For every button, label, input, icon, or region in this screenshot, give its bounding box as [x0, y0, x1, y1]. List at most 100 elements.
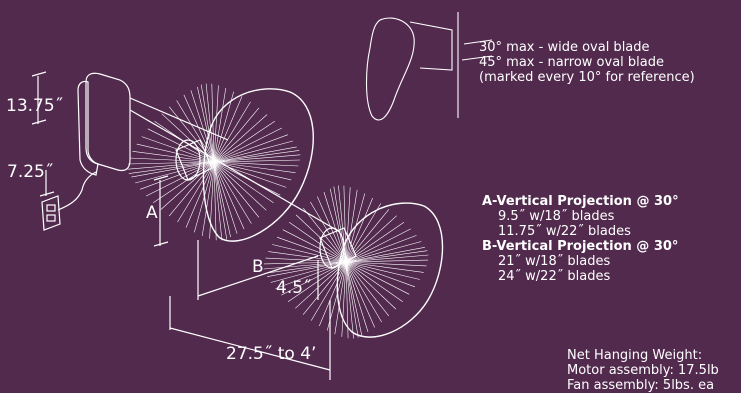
- lower-fan-spoke: [276, 236, 347, 263]
- tilt-note-wide: 30° max - wide oval blade: [479, 40, 650, 55]
- upper-fan-spoke: [205, 83, 215, 163]
- power-cord: [57, 171, 97, 211]
- tilt-note-narrow: 45° max - narrow oval blade: [479, 55, 664, 70]
- upper-fan-spoke: [213, 107, 260, 163]
- dimension-b-label: B: [252, 257, 264, 277]
- lower-fan-spoke: [295, 261, 347, 309]
- lower-fan-spoke: [345, 235, 417, 263]
- tilt-note-reference: (marked every 10° for reference): [479, 70, 695, 85]
- upper-fan-spoke: [200, 84, 215, 163]
- lower-fan-spoke: [319, 261, 347, 327]
- lower-fan-spoke: [345, 261, 349, 339]
- lower-fan-blade: [263, 185, 444, 339]
- spec-a-title: A-Vertical Projection @ 30°: [482, 194, 679, 209]
- lower-fan-spoke: [345, 261, 363, 336]
- upper-fan-spoke: [176, 100, 215, 163]
- lower-fan-spoke: [282, 229, 347, 263]
- upper-fan-spoke: [141, 136, 215, 163]
- upper-fan-spoke: [135, 161, 215, 184]
- lower-fan-spoke: [264, 261, 347, 274]
- lower-fan-spoke: [302, 261, 347, 315]
- upper-fan-spoke: [128, 161, 215, 174]
- lower-fan-spoke: [345, 261, 375, 328]
- upper-fan-spoke: [213, 161, 217, 241]
- lower-fan-spoke: [265, 257, 347, 263]
- height-dimension-label: 13.75˝: [6, 96, 64, 116]
- lower-fan-spoke: [345, 254, 429, 263]
- lower-fan-spoke: [323, 192, 347, 263]
- lower-fan-spoke: [263, 261, 347, 265]
- upper-fan-spoke: [185, 161, 215, 228]
- lower-fan-spoke: [345, 193, 366, 263]
- lower-fan-spoke: [289, 221, 347, 263]
- upper-fan-spoke: [213, 91, 234, 163]
- upper-fan-spoke: [139, 161, 215, 190]
- upper-fan-spoke: [211, 83, 215, 163]
- lower-fan-spoke: [345, 261, 382, 323]
- lower-fan-spoke: [272, 244, 347, 263]
- lower-fan-spoke: [345, 261, 424, 273]
- lower-fan-spoke: [329, 188, 347, 263]
- lower-fan-spoke: [345, 250, 428, 263]
- upper-fan-spoke: [213, 161, 281, 196]
- lower-fan-spoke: [345, 261, 369, 332]
- upper-fan-spoke: [213, 146, 297, 163]
- spec-a-22: 11.75˝ w/22˝ blades: [498, 224, 631, 239]
- upper-fan-spoke: [136, 143, 215, 163]
- upper-fan-spoke: [213, 161, 231, 238]
- upper-fan-spoke: [161, 113, 215, 163]
- upper-fan-spoke: [209, 161, 215, 239]
- projection-specs: A-Vertical Projection @ 30° 9.5˝ w/18˝ b…: [482, 194, 679, 284]
- upper-fan-spoke: [213, 159, 301, 163]
- upper-fan-spoke: [213, 161, 299, 167]
- upper-fan-spoke: [213, 161, 252, 224]
- spec-b-22: 24˝ w/22˝ blades: [498, 269, 611, 284]
- lower-fan-spoke: [345, 209, 390, 263]
- lower-fan-spoke: [345, 215, 397, 263]
- upper-fan-spoke: [213, 161, 260, 218]
- upper-fan-spoke: [190, 90, 215, 163]
- upper-fan-spoke: [213, 161, 238, 234]
- lower-fan-spoke: [302, 207, 347, 263]
- upper-fan-spoke: [183, 94, 215, 163]
- upper-fan-spoke: [213, 161, 267, 211]
- lower-fan-spoke: [326, 261, 347, 331]
- upper-fan-spoke: [154, 120, 215, 163]
- spec-b-18: 21˝ w/18˝ blades: [498, 254, 611, 269]
- lower-fan-spoke: [345, 221, 405, 263]
- upper-fan-spoke: [213, 161, 228, 240]
- upper-fan-blade: [127, 83, 314, 242]
- upper-fan-spoke: [127, 161, 215, 170]
- lower-fan-spoke: [345, 261, 354, 339]
- dimension-a-label: A: [146, 203, 158, 223]
- upper-fan-spoke: [132, 151, 215, 163]
- span-dimension-label: 27.5˝ to 4’: [226, 344, 317, 364]
- lower-fan-spoke: [295, 214, 347, 263]
- spec-b-title: B-Vertical Projection @ 30°: [482, 239, 679, 254]
- upper-fan-spoke: [153, 161, 215, 204]
- lower-fan-spoke: [345, 228, 411, 263]
- lower-fan-spoke: [275, 261, 347, 289]
- weight-title: Net Hanging Weight:: [567, 348, 703, 363]
- upper-fan-spoke: [213, 96, 243, 163]
- outlet-icon: [41, 195, 61, 231]
- lower-fan-spoke: [345, 261, 403, 303]
- lower-fan-spoke: [345, 247, 425, 263]
- upper-fan-spoke: [213, 161, 245, 230]
- upper-fan-spoke: [194, 161, 215, 233]
- lower-fan-spoke: [345, 261, 390, 317]
- lower-fan-spoke: [345, 241, 422, 263]
- motor-box: [77, 72, 131, 176]
- lower-fan-spoke: [345, 203, 382, 263]
- lower-fan-spoke: [345, 261, 416, 288]
- lower-fan-spoke: [345, 197, 373, 263]
- upper-fan-spoke: [197, 86, 215, 163]
- lower-fan-spoke: [345, 261, 427, 267]
- upper-fan-spoke: [213, 140, 293, 163]
- upper-fan-spoke: [213, 85, 219, 163]
- upper-fan-spoke: [177, 161, 215, 223]
- weight-fan: Fan assembly: 5lbs. ea: [567, 378, 715, 393]
- upper-fan-spoke: [213, 161, 223, 241]
- lower-fan-spoke: [338, 185, 347, 263]
- spec-a-18: 9.5˝ w/18˝ blades: [498, 209, 615, 224]
